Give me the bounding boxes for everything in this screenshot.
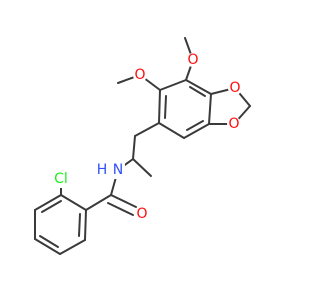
atom-labels: O O O O N H bbox=[50, 52, 242, 222]
ring-bond-4 bbox=[158, 122, 185, 139]
nitrogen-label: N bbox=[113, 162, 123, 178]
chain-bond-2 bbox=[132, 135, 136, 160]
chain-bond-3 bbox=[132, 158, 152, 177]
oxygen-label: O bbox=[136, 206, 147, 222]
carbonyl-bond-1 bbox=[110, 194, 137, 208]
ring-double-bond-3 bbox=[164, 95, 167, 119]
atom-nitrogen: N bbox=[111, 161, 125, 179]
aryl-ring-bond-3 bbox=[59, 239, 86, 255]
atom-o-methoxy-top: O bbox=[186, 52, 200, 68]
oxygen-label: O bbox=[228, 116, 239, 132]
chlorine-label: Cl bbox=[54, 171, 68, 187]
hydrogen-label: H bbox=[97, 162, 108, 178]
aryl-double-bond-3 bbox=[41, 200, 62, 213]
molecule-structure: O O O O N H bbox=[34, 37, 251, 255]
aryl-double-bond-1 bbox=[78, 213, 81, 237]
molecule-canvas: O O O O N H bbox=[34, 37, 251, 255]
oxygen-label: O bbox=[187, 52, 198, 68]
aryl-ring-bond-4 bbox=[34, 238, 61, 255]
ring-bond-5 bbox=[158, 89, 161, 124]
chain-bond-1 bbox=[134, 122, 160, 137]
atom-hydrogen: H bbox=[95, 161, 109, 179]
atom-o-dioxole-top: O bbox=[228, 80, 242, 96]
carbonyl-bond-2 bbox=[107, 202, 134, 216]
aryl-ring-bond-1 bbox=[85, 194, 112, 211]
atom-o-carbonyl: O bbox=[135, 206, 149, 222]
oxygen-label: O bbox=[134, 67, 145, 83]
atom-o-dioxole-bottom: O bbox=[227, 116, 241, 132]
ring-bond-2 bbox=[208, 93, 212, 125]
aryl-ring-bond-2 bbox=[84, 209, 87, 241]
ring-double-bond-2 bbox=[186, 120, 204, 131]
aryl-ring-bond-6 bbox=[34, 194, 62, 211]
ring-bond-6 bbox=[159, 79, 187, 91]
aryl-double-bond-2 bbox=[39, 235, 59, 248]
oxygen-label: O bbox=[229, 80, 240, 96]
ring-double-bond-1 bbox=[189, 86, 206, 97]
atom-chlorine: Cl bbox=[50, 170, 72, 188]
aryl-ring-bond-7 bbox=[60, 194, 87, 211]
atom-o-methoxy-mid: O bbox=[133, 67, 147, 83]
ring-bond-1 bbox=[185, 79, 212, 95]
ring-bond-3 bbox=[183, 123, 210, 139]
